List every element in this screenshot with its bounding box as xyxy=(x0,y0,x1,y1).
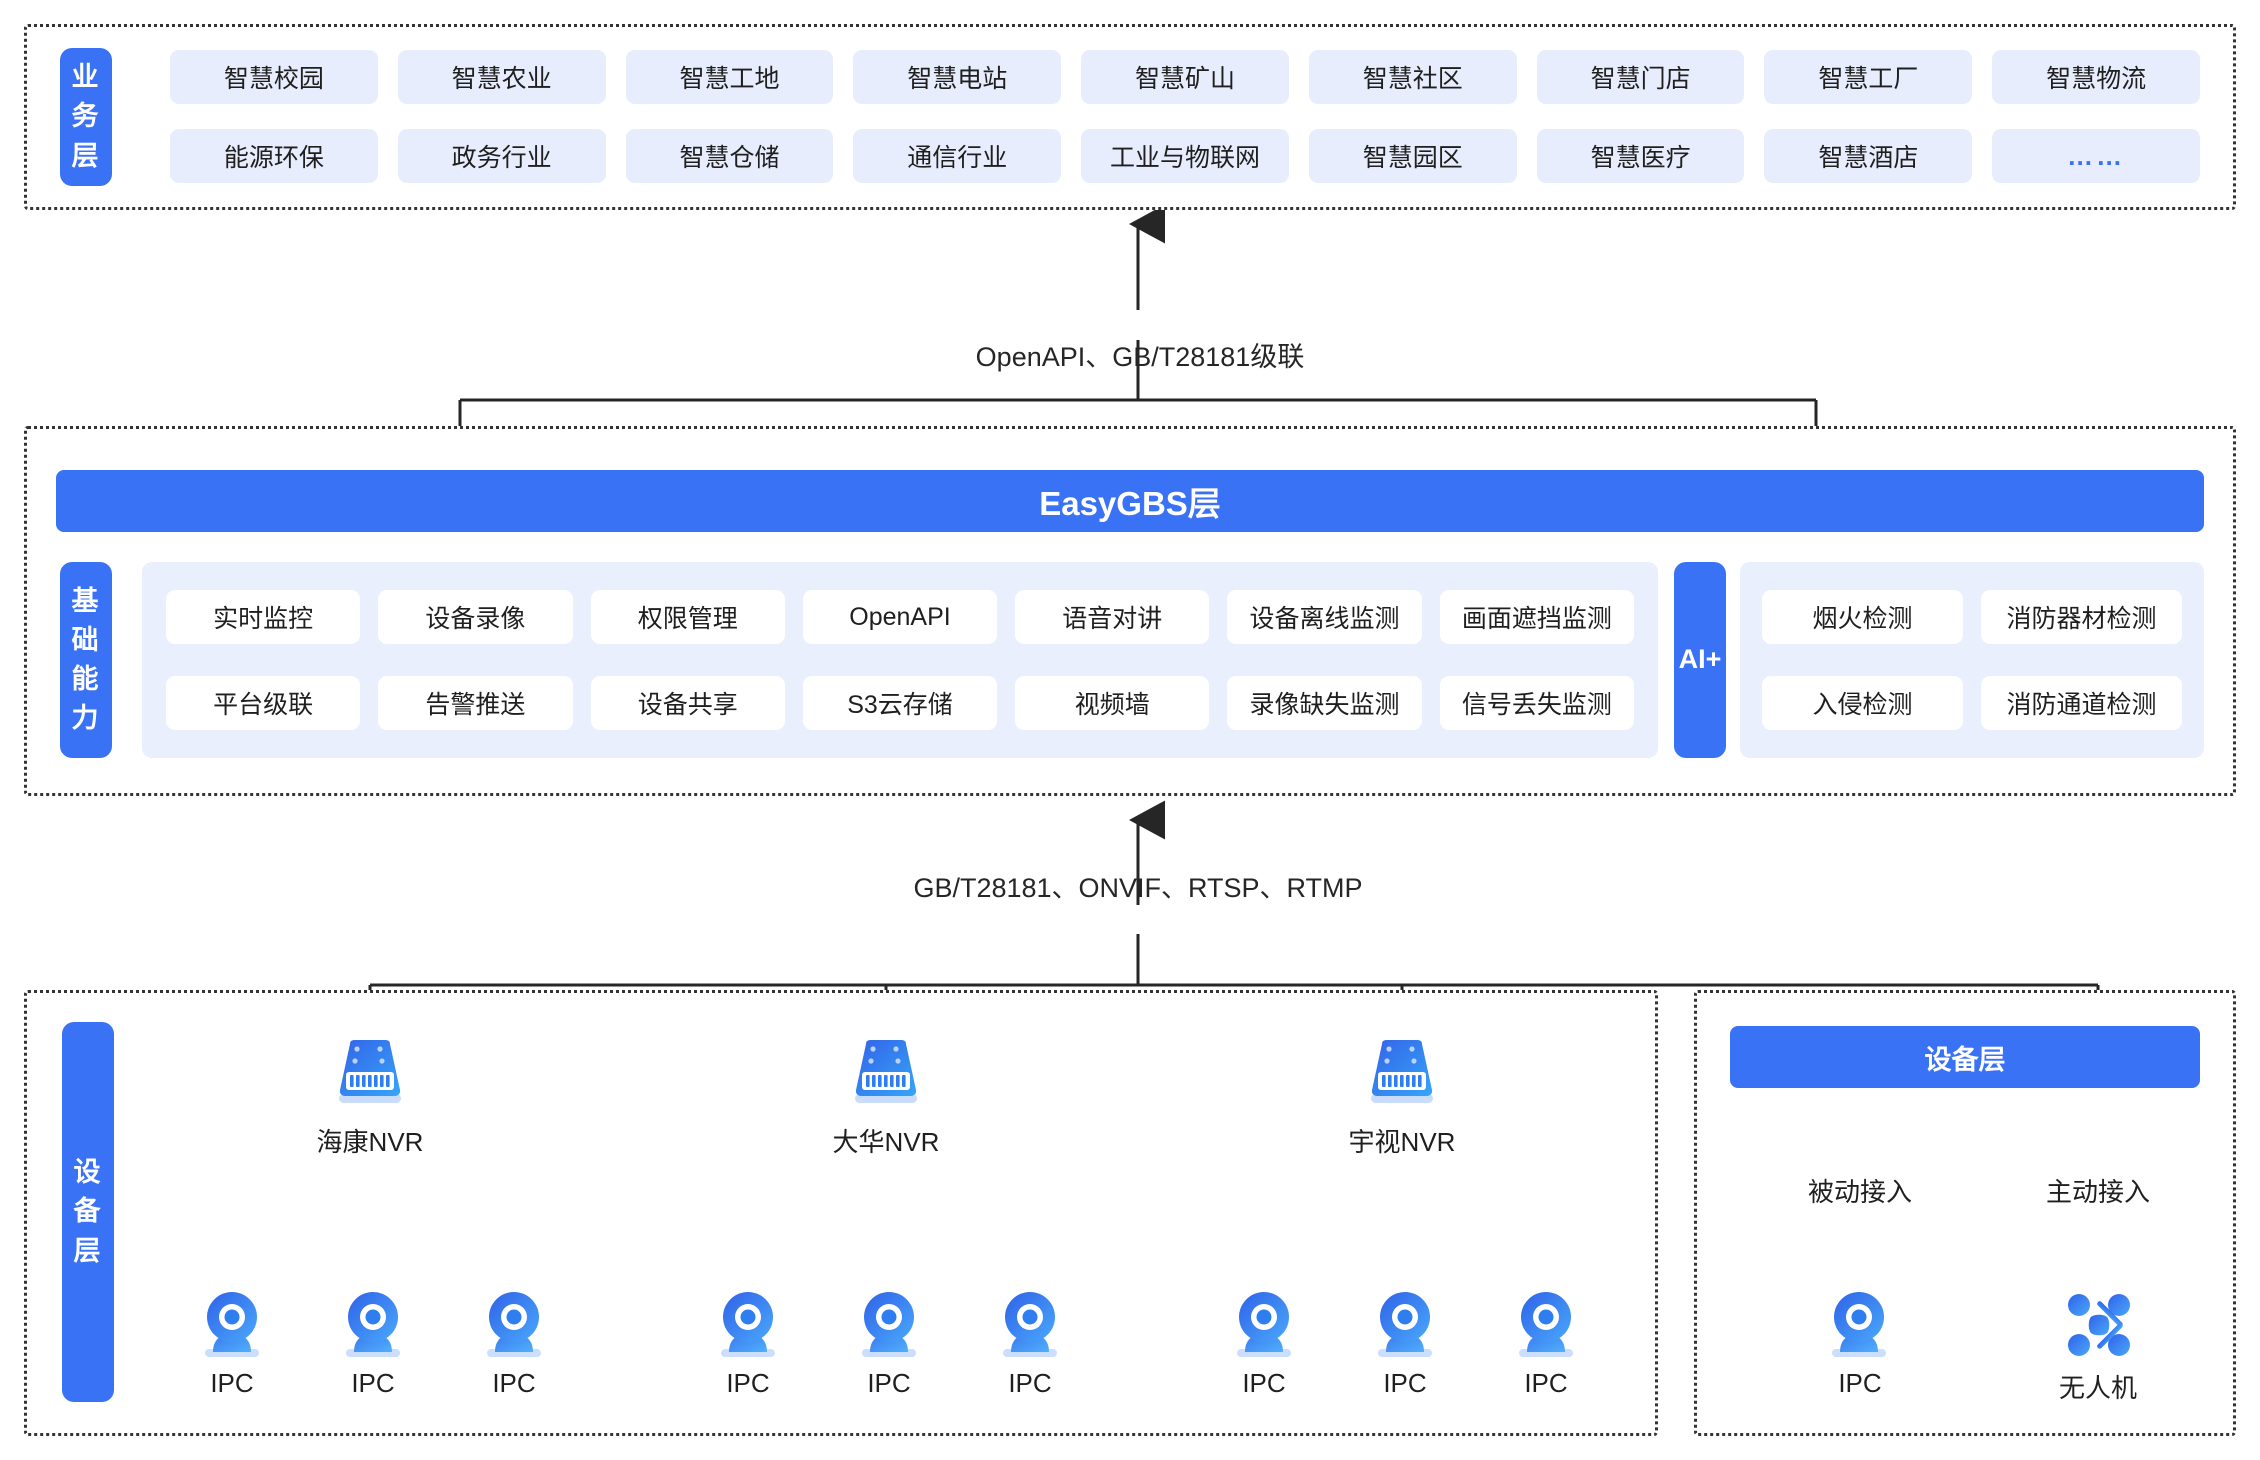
ipc-camera-icon xyxy=(1378,1292,1432,1357)
ipc-label-3-3: IPC xyxy=(1524,1368,1568,1398)
business-chip-r1-9[interactable]: 智慧物流 xyxy=(1992,50,2201,104)
business-chip-r1-7[interactable]: 智慧门店 xyxy=(1536,50,1745,104)
nvr-icon-wrap-2[interactable] xyxy=(848,1038,924,1115)
nvr-label-1: 海康NVR xyxy=(316,1127,424,1157)
ipc-icon-wrap-1-2[interactable] xyxy=(340,1290,406,1365)
capabilities-row-2: 平台级联告警推送设备共享 S3云存储视频墙录像缺失监测信号丢失监测 xyxy=(166,676,1634,730)
right-device-label-1: IPC xyxy=(1838,1368,1882,1398)
business-chip-r2-5[interactable]: 工业与物联网 xyxy=(1081,129,1289,183)
nvr-label-2: 大华NVR xyxy=(832,1127,940,1157)
nvr-label-3: 宇视NVR xyxy=(1348,1127,1456,1157)
business-chip-r1-5[interactable]: 智慧矿山 xyxy=(1081,50,1289,104)
nvr-icon xyxy=(339,1040,401,1103)
business-chip-r1-2[interactable]: 智慧农业 xyxy=(397,50,606,104)
business-chip-r1-4[interactable]: 智慧电站 xyxy=(853,50,1062,104)
drone-icon-wrap-2[interactable] xyxy=(2064,1290,2134,1365)
platform-capability-side-label: 基础能力 xyxy=(60,562,112,758)
ipc-label-2-3: IPC xyxy=(1008,1368,1052,1398)
ai-capabilities-row-2: 入侵检测消防通道检测 xyxy=(1762,676,2182,730)
business-chip-r2-9[interactable]: …… xyxy=(1992,129,2201,183)
capability-chip-r1-2[interactable]: 设备录像 xyxy=(378,590,573,644)
capability-chip-r2-6[interactable]: 录像缺失监测 xyxy=(1227,676,1422,730)
business-chip-r1-6[interactable]: 智慧社区 xyxy=(1308,50,1517,104)
access-mode-label-1: 被动接入 xyxy=(1807,1177,1912,1207)
business-layer-side-label: 业务层 xyxy=(60,48,112,186)
ipc-icon-wrap-1-1[interactable] xyxy=(199,1290,265,1365)
ipc-camera-icon xyxy=(1003,1292,1057,1357)
connector-top-label: OpenAPI、GB/T28181级联 xyxy=(975,342,1305,372)
ipc-label-1-2: IPC xyxy=(351,1368,395,1398)
ipc-camera-icon xyxy=(862,1292,916,1357)
ai-chip-r2-2[interactable]: 消防通道检测 xyxy=(1981,676,2182,730)
ai-chip-r1-2[interactable]: 消防器材检测 xyxy=(1981,590,2182,644)
capability-chip-r1-4[interactable]: OpenAPI xyxy=(802,590,998,644)
ipc-camera-icon xyxy=(346,1292,400,1357)
ai-chip-r1-1[interactable]: 烟火检测 xyxy=(1762,590,1963,644)
ipc-label-2-1: IPC xyxy=(726,1368,770,1398)
right-device-label-2: 无人机 xyxy=(2058,1373,2137,1403)
capability-chip-r2-3[interactable]: 设备共享 xyxy=(590,676,785,730)
business-chip-r2-8[interactable]: 智慧酒店 xyxy=(1764,129,1973,183)
capability-chip-r1-7[interactable]: 画面遮挡监测 xyxy=(1439,590,1634,644)
capability-chip-r2-1[interactable]: 平台级联 xyxy=(166,676,361,730)
business-chip-r2-6[interactable]: 智慧园区 xyxy=(1308,129,1517,183)
capability-chip-r1-1[interactable]: 实时监控 xyxy=(166,590,361,644)
ipc-icon-wrap-2-1[interactable] xyxy=(715,1290,781,1365)
device-layer-left-side-label: 设备层 xyxy=(62,1022,114,1402)
ipc-icon-wrap-2-2[interactable] xyxy=(856,1290,922,1365)
connector-bottom-label: GB/T28181、ONVIF、RTSP、RTMP xyxy=(913,873,1363,903)
ipc-label-3-2: IPC xyxy=(1383,1368,1427,1398)
ipc-camera-icon xyxy=(487,1292,541,1357)
ipc-icon-wrap-3-2[interactable] xyxy=(1372,1290,1438,1365)
access-mode-label-2: 主动接入 xyxy=(2045,1177,2150,1207)
business-chip-r2-1[interactable]: 能源环保 xyxy=(170,129,378,183)
ipc-icon-wrap-3-3[interactable] xyxy=(1513,1290,1579,1365)
capability-chip-r2-4[interactable]: S3云存储 xyxy=(802,676,998,730)
business-chip-r1-3[interactable]: 智慧工地 xyxy=(625,50,834,104)
device-layer-right-bar[interactable]: 设备层 xyxy=(1730,1026,2200,1088)
ipc-icon-wrap-2-3[interactable] xyxy=(997,1290,1063,1365)
business-row-2: 能源环保政务行业智慧仓储通信行业工业与物联网智慧园区智慧医疗智慧酒店 …… xyxy=(170,129,2201,183)
drone-icon xyxy=(2068,1294,2130,1356)
business-chip-r1-8[interactable]: 智慧工厂 xyxy=(1764,50,1973,104)
capability-chip-r1-3[interactable]: 权限管理 xyxy=(590,590,785,644)
business-chip-r2-7[interactable]: 智慧医疗 xyxy=(1536,129,1745,183)
ipc-label-2-2: IPC xyxy=(867,1368,911,1398)
ipc-camera-icon xyxy=(1519,1292,1573,1357)
ai-capabilities-row-1: 烟火检测消防器材检测 xyxy=(1762,590,2182,644)
ipc-camera-icon-wrap-1[interactable] xyxy=(1826,1290,1892,1365)
ipc-label-3-1: IPC xyxy=(1242,1368,1286,1398)
capability-chip-r1-6[interactable]: 设备离线监测 xyxy=(1227,590,1422,644)
ipc-label-1-1: IPC xyxy=(210,1368,254,1398)
ipc-icon-wrap-1-3[interactable] xyxy=(481,1290,547,1365)
ipc-camera-icon xyxy=(205,1292,259,1357)
nvr-icon-wrap-3[interactable] xyxy=(1364,1038,1440,1115)
business-row-1: 智慧校园智慧农业智慧工地智慧电站智慧矿山智慧社区智慧门店智慧工厂智慧物流 xyxy=(170,50,2201,104)
ipc-label-1-3: IPC xyxy=(492,1368,536,1398)
capabilities-row-1: 实时监控设备录像权限管理 OpenAPI 语音对讲设备离线监测画面遮挡监测 xyxy=(166,590,1634,644)
capability-chip-r1-5[interactable]: 语音对讲 xyxy=(1015,590,1210,644)
ipc-camera-icon xyxy=(1832,1292,1886,1357)
nvr-icon xyxy=(1371,1040,1433,1103)
nvr-icon xyxy=(855,1040,917,1103)
capability-chip-r2-2[interactable]: 告警推送 xyxy=(378,676,573,730)
business-chip-r2-4[interactable]: 通信行业 xyxy=(853,129,1062,183)
ipc-camera-icon xyxy=(1237,1292,1291,1357)
business-chip-r2-3[interactable]: 智慧仓储 xyxy=(625,129,834,183)
ai-chip-r2-1[interactable]: 入侵检测 xyxy=(1762,676,1963,730)
capability-chip-r2-7[interactable]: 信号丢失监测 xyxy=(1439,676,1634,730)
nvr-icon-wrap-1[interactable] xyxy=(332,1038,408,1115)
easygbs-layer-bar[interactable]: EasyGBS层 xyxy=(56,470,2204,532)
capability-chip-r2-5[interactable]: 视频墙 xyxy=(1015,676,1210,730)
business-chip-r2-2[interactable]: 政务行业 xyxy=(397,129,606,183)
business-chip-r1-1[interactable]: 智慧校园 xyxy=(170,50,378,104)
ai-plus-side-label: AI+ xyxy=(1674,562,1726,758)
ipc-camera-icon xyxy=(721,1292,775,1357)
ipc-icon-wrap-3-1[interactable] xyxy=(1231,1290,1297,1365)
